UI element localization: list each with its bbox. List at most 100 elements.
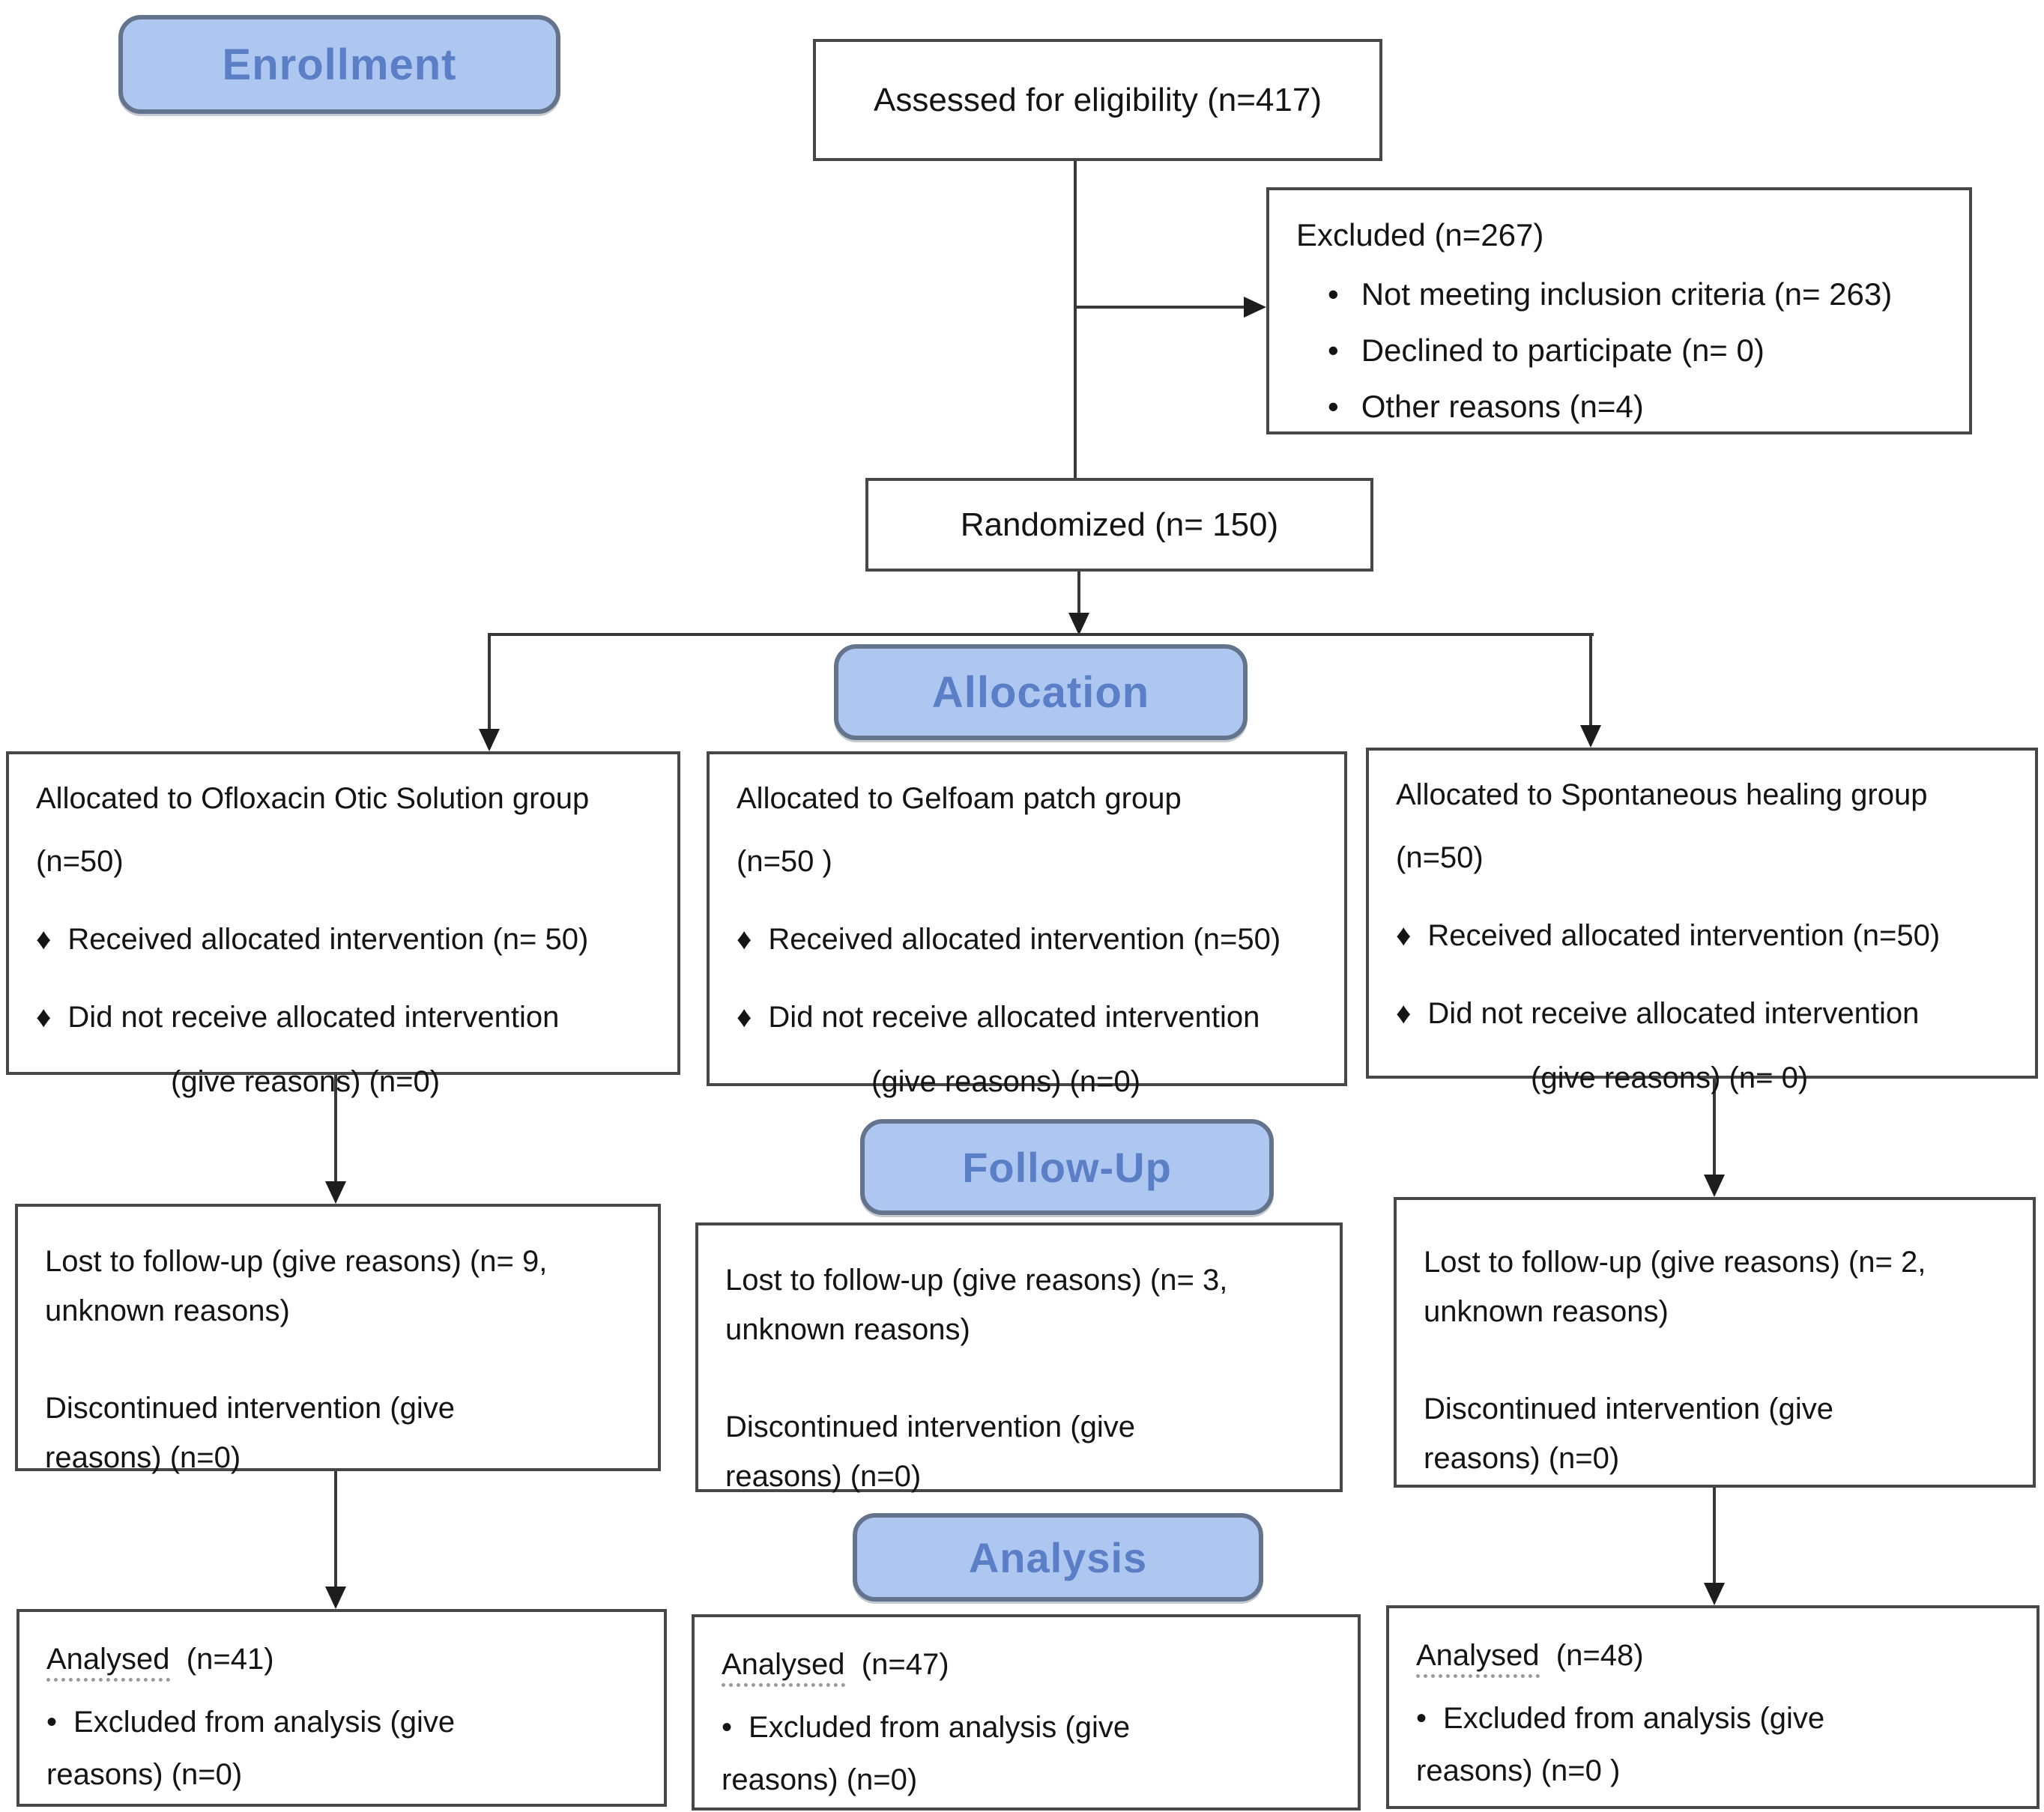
connector-to-excluded xyxy=(1075,306,1246,309)
excluded-item: • Other reasons (n=4) xyxy=(1296,384,1942,430)
allocation-title: Allocated to Spontaneous healing group xyxy=(1396,778,1928,811)
assessed-text: Assessed for eligibility (n=417) xyxy=(874,81,1322,118)
stage-label-allocation: Allocation xyxy=(931,667,1150,717)
analysis-n: (n=48) xyxy=(1555,1639,1644,1672)
excluded-box: Excluded (n=267) • Not meeting inclusion… xyxy=(1266,187,1972,434)
bullet-dot-icon: • xyxy=(1416,1702,1427,1735)
analysis-excluded-line2: reasons) (n=0) xyxy=(722,1763,918,1796)
bullet-diamond-icon: ♦ xyxy=(1396,997,1412,1030)
stage-badge-analysis: Analysis xyxy=(853,1513,1263,1602)
analysis-excluded-line2: reasons) (n=0 ) xyxy=(1416,1754,1621,1787)
allocation-notreceived-detail: (give reasons) (n=0) xyxy=(871,1065,1141,1098)
connector-right-alloc-to-followup xyxy=(1713,1079,1716,1176)
bullet-diamond-icon: ♦ xyxy=(36,1001,52,1034)
allocation-n: (n=50) xyxy=(1396,841,1484,874)
allocation-notreceived-text: Did not receive allocated intervention xyxy=(67,1001,560,1034)
branch-horizontal-line xyxy=(489,633,1594,636)
analysis-excluded-line1: Excluded from analysis (give xyxy=(73,1706,456,1739)
allocation-received-row: ♦ Received allocated intervention (n= 50… xyxy=(36,918,650,961)
followup-box-spontaneous: Lost to follow-up (give reasons) (n= 2, … xyxy=(1394,1197,2036,1488)
arrowhead-right-analysis xyxy=(1704,1583,1725,1605)
excluded-item: • Declined to participate (n= 0) xyxy=(1296,328,1942,374)
excluded-item-text: Not meeting inclusion criteria (n= 263) xyxy=(1361,276,1893,312)
followup-lost-line2: unknown reasons) xyxy=(45,1294,290,1327)
followup-discontinued-line2: reasons) (n=0) xyxy=(725,1460,922,1493)
allocation-received-text: Received allocated intervention (n= 50) xyxy=(67,923,589,956)
analysis-excluded-row: • Excluded from analysis (give xyxy=(722,1706,1331,1749)
followup-box-ofloxacin: Lost to follow-up (give reasons) (n= 9, … xyxy=(15,1204,661,1474)
analysis-box-ofloxacin: Analysed (n=41) • Excluded from analysis… xyxy=(16,1609,667,1807)
followup-lost-line1: Lost to follow-up (give reasons) (n= 3, xyxy=(725,1264,1228,1297)
bullet-dot-icon: • xyxy=(46,1706,58,1739)
assessed-box: Assessed for eligibility (n=417) xyxy=(813,39,1382,161)
followup-discontinued-line2: reasons) (n=0) xyxy=(1424,1442,1620,1475)
followup-discontinued-line1: Discontinued intervention (give xyxy=(1424,1393,1833,1425)
followup-discontinued-line2: reasons) (n=0) xyxy=(45,1441,241,1474)
randomized-text: Randomized (n= 150) xyxy=(960,506,1279,543)
allocation-box-ofloxacin: Allocated to Ofloxacin Otic Solution gro… xyxy=(6,751,680,1098)
randomized-box: Randomized (n= 150) xyxy=(865,478,1373,572)
allocation-title: Allocated to Gelfoam patch group xyxy=(737,782,1182,815)
arrowhead-left-followup xyxy=(325,1181,346,1204)
excluded-item-text: Other reasons (n=4) xyxy=(1361,388,1644,424)
allocation-received-text: Received allocated intervention (n=50) xyxy=(1427,919,1941,952)
followup-lost-line2: unknown reasons) xyxy=(725,1313,970,1346)
analysis-title: Analysed xyxy=(722,1648,845,1687)
analysis-title-row: Analysed (n=47) xyxy=(722,1643,1331,1687)
allocation-received-text: Received allocated intervention (n=50) xyxy=(768,923,1281,956)
arrowhead-alloc-right xyxy=(1580,725,1601,748)
allocation-title: Allocated to Ofloxacin Otic Solution gro… xyxy=(36,782,590,815)
arrowhead-right-followup xyxy=(1704,1175,1725,1197)
arrowhead-alloc-left xyxy=(479,729,500,751)
followup-lost-line2: unknown reasons) xyxy=(1424,1295,1669,1328)
analysis-title: Analysed xyxy=(46,1643,170,1682)
allocation-notreceived-row: ♦ Did not receive allocated intervention xyxy=(737,996,1317,1039)
followup-discontinued-line1: Discontinued intervention (give xyxy=(725,1410,1135,1443)
bullet-dot-icon: • xyxy=(722,1711,733,1744)
allocation-notreceived-text: Did not receive allocated intervention xyxy=(1427,997,1920,1030)
allocation-n: (n=50) xyxy=(36,845,124,878)
allocation-notreceived-text: Did not receive allocated intervention xyxy=(768,1001,1260,1034)
connector-left-alloc-to-followup xyxy=(334,1075,337,1183)
bullet-dot-icon: • xyxy=(1328,388,1339,424)
followup-discontinued-line1: Discontinued intervention (give xyxy=(45,1392,455,1425)
analysis-excluded-row: • Excluded from analysis (give xyxy=(46,1700,637,1744)
allocation-notreceived-detail: (give reasons) (n= 0) xyxy=(1531,1061,1809,1094)
excluded-title: Excluded (n=267) xyxy=(1296,217,1544,252)
bullet-diamond-icon: ♦ xyxy=(737,1001,752,1034)
allocation-notreceived-row: ♦ Did not receive allocated intervention xyxy=(1396,992,2008,1035)
excluded-item-text: Declined to participate (n= 0) xyxy=(1361,332,1765,368)
stage-label-enrollment: Enrollment xyxy=(222,40,457,89)
bullet-dot-icon: • xyxy=(1328,276,1339,312)
bullet-diamond-icon: ♦ xyxy=(1396,919,1412,952)
bullet-diamond-icon: ♦ xyxy=(737,923,752,956)
arrowhead-left-analysis xyxy=(325,1587,346,1609)
connector-randomized-to-branch xyxy=(1077,572,1080,615)
stage-badge-allocation: Allocation xyxy=(834,644,1248,740)
analysis-title-row: Analysed (n=41) xyxy=(46,1637,637,1682)
analysis-box-gelfoam: Analysed (n=47) • Excluded from analysis… xyxy=(692,1614,1361,1811)
connector-right-followup-to-analysis xyxy=(1713,1488,1716,1584)
analysis-excluded-line1: Excluded from analysis (give xyxy=(1443,1702,1825,1735)
analysis-excluded-line2: reasons) (n=0) xyxy=(46,1758,243,1791)
analysis-excluded-row: • Excluded from analysis (give xyxy=(1416,1697,2010,1740)
followup-box-gelfoam: Lost to follow-up (give reasons) (n= 3, … xyxy=(695,1222,1343,1493)
analysis-title: Analysed xyxy=(1416,1639,1540,1678)
analysis-title-row: Analysed (n=48) xyxy=(1416,1634,2010,1678)
allocation-box-gelfoam: Allocated to Gelfoam patch group (n=50 )… xyxy=(707,751,1347,1098)
allocation-received-row: ♦ Received allocated intervention (n=50) xyxy=(737,918,1317,961)
stage-label-followup: Follow-Up xyxy=(962,1143,1172,1191)
connector-assessed-to-randomized xyxy=(1074,161,1077,478)
excluded-item: • Not meeting inclusion criteria (n= 263… xyxy=(1296,272,1942,318)
allocation-n: (n=50 ) xyxy=(737,845,832,878)
allocation-notreceived-row: ♦ Did not receive allocated intervention xyxy=(36,996,650,1039)
bullet-diamond-icon: ♦ xyxy=(36,923,52,956)
arrowhead-branch xyxy=(1068,613,1089,635)
analysis-box-spontaneous: Analysed (n=48) • Excluded from analysis… xyxy=(1386,1605,2040,1809)
connector-left-followup-to-analysis xyxy=(334,1471,337,1588)
allocation-box-spontaneous: Allocated to Spontaneous healing group (… xyxy=(1366,748,2038,1094)
connector-branch-right xyxy=(1589,633,1592,727)
stage-badge-enrollment: Enrollment xyxy=(118,15,560,114)
arrowhead-excluded xyxy=(1244,297,1266,318)
